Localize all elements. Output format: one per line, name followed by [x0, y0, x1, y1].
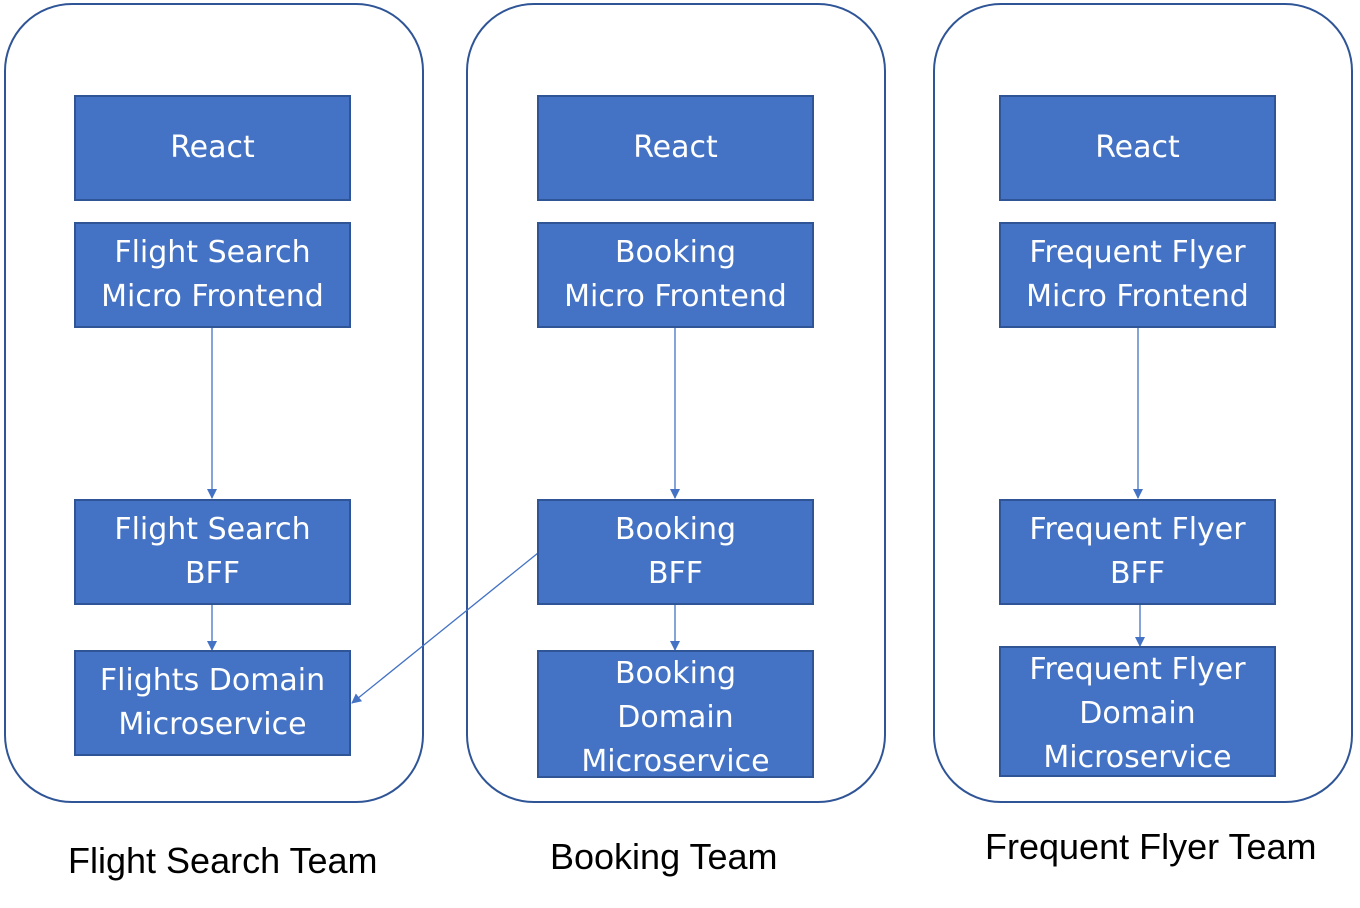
frequent-flyer-team-label: Frequent Flyer Team — [985, 826, 1317, 867]
flight-search-bff-box: Flight Search BFF — [74, 499, 351, 605]
flight-search-react-label: React — [170, 130, 255, 165]
frequent-flyer-domain-microservice-box: Frequent Flyer Domain Microservice — [999, 646, 1276, 777]
booking-react-label: React — [633, 130, 718, 165]
booking-domain-microservice-box: Booking Domain Microservice — [537, 650, 814, 778]
flight-search-micro-frontend-box: Flight Search Micro Frontend — [74, 222, 351, 328]
flight-search-react-box: React — [74, 95, 351, 201]
booking-team-label: Booking Team — [550, 836, 778, 877]
flights-domain-microservice-box: Flights Domain Microservice — [74, 650, 351, 756]
booking-micro-frontend-box: Booking Micro Frontend — [537, 222, 814, 328]
frequent-flyer-bff-box: Frequent Flyer BFF — [999, 499, 1276, 605]
frequent-flyer-micro-frontend-box: Frequent Flyer Micro Frontend — [999, 222, 1276, 328]
booking-bff-box: Booking BFF — [537, 499, 814, 605]
flight-search-team-label: Flight Search Team — [68, 840, 378, 881]
booking-react-box: React — [537, 95, 814, 201]
frequent-flyer-react-box: React — [999, 95, 1276, 201]
frequent-flyer-react-label: React — [1095, 130, 1180, 165]
